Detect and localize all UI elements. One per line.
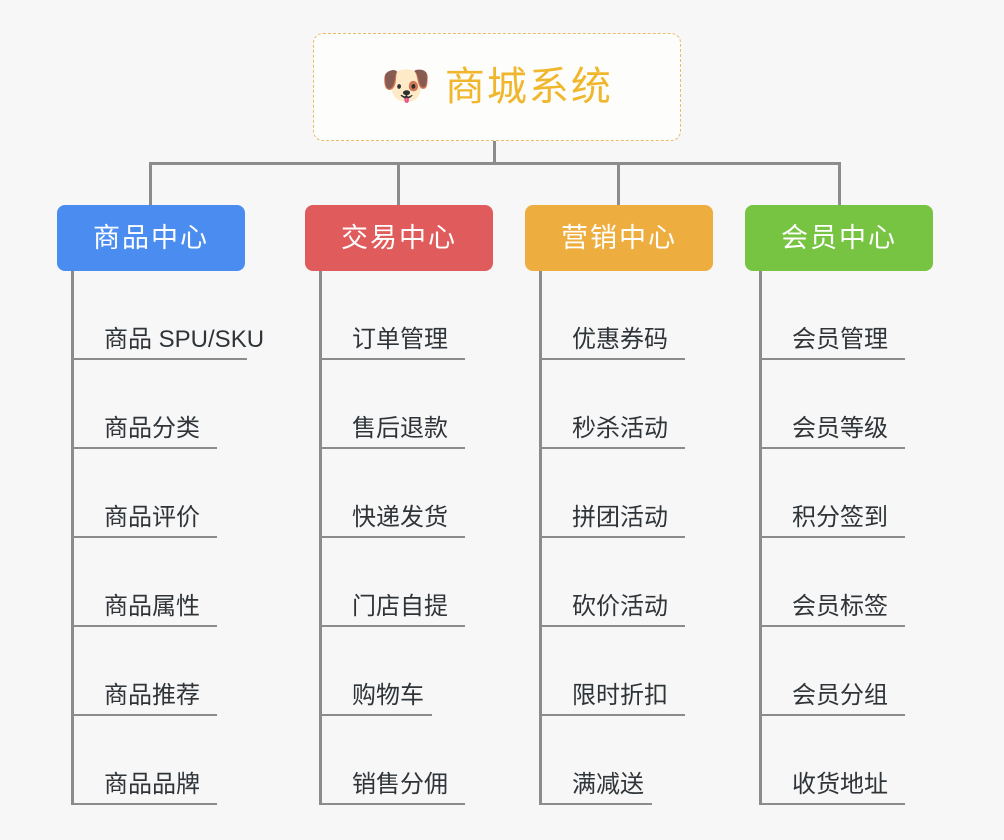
leaf-item[interactable]: 商品分类 [74, 360, 250, 449]
leaf-item[interactable]: 订单管理 [322, 271, 498, 360]
category-label: 商品中心 [93, 222, 209, 253]
leaf-label: 收货地址 [792, 771, 888, 798]
leaf-label: 拼团活动 [572, 504, 668, 531]
leaf-label: 会员管理 [792, 326, 888, 353]
leaf-item[interactable]: 秒杀活动 [542, 360, 718, 449]
category-column-3: 营销中心 优惠券码 秒杀活动 拼团活动 砍价活动 限时折扣 满减送 [525, 205, 713, 805]
leaf-label: 售后退款 [352, 415, 448, 442]
leaf-item[interactable]: 收货地址 [762, 716, 938, 805]
leaf-label: 订单管理 [352, 326, 448, 353]
leaf-list-2: 订单管理 售后退款 快递发货 门店自提 购物车 销售分佣 [319, 271, 498, 805]
leaf-item[interactable]: 商品属性 [74, 538, 250, 627]
leaf-item[interactable]: 拼团活动 [542, 449, 718, 538]
leaf-list-1: 商品 SPU/SKU 商品分类 商品评价 商品属性 商品推荐 商品品牌 [71, 271, 264, 805]
leaf-label: 积分签到 [792, 504, 888, 531]
category-box-trade[interactable]: 交易中心 [305, 205, 493, 271]
leaf-label: 商品 SPU/SKU [104, 326, 265, 353]
leaf-item[interactable]: 商品推荐 [74, 627, 250, 716]
leaf-item[interactable]: 门店自提 [322, 538, 498, 627]
leaf-list-3: 优惠券码 秒杀活动 拼团活动 砍价活动 限时折扣 满减送 [539, 271, 718, 805]
category-label: 会员中心 [781, 222, 897, 253]
leaf-label: 商品品牌 [104, 771, 200, 798]
leaf-item[interactable]: 满减送 [542, 716, 718, 805]
leaf-item[interactable]: 商品品牌 [74, 716, 250, 805]
leaf-label: 快递发货 [352, 504, 448, 531]
connector-drop-1 [149, 162, 152, 206]
connector-drop-2 [397, 162, 400, 206]
leaf-item[interactable]: 快递发货 [322, 449, 498, 538]
leaf-label: 商品属性 [104, 593, 200, 620]
leaf-item[interactable]: 售后退款 [322, 360, 498, 449]
leaf-item[interactable]: 会员标签 [762, 538, 938, 627]
connector-drop-3 [617, 162, 620, 206]
leaf-label: 会员分组 [792, 682, 888, 709]
leaf-label: 商品分类 [104, 415, 200, 442]
connector-trunk-bar [149, 162, 841, 165]
shiba-dog-emoji: 🐶 [381, 64, 431, 108]
leaf-item[interactable]: 积分签到 [762, 449, 938, 538]
connector-drop-4 [838, 162, 841, 206]
leaf-label: 购物车 [352, 682, 424, 709]
leaf-label: 商品评价 [104, 504, 200, 531]
leaf-label: 会员等级 [792, 415, 888, 442]
leaf-label: 秒杀活动 [572, 415, 668, 442]
category-label: 营销中心 [561, 222, 677, 253]
category-label: 交易中心 [341, 222, 457, 253]
category-box-member[interactable]: 会员中心 [745, 205, 933, 271]
leaf-label: 满减送 [572, 771, 644, 798]
leaf-label: 门店自提 [352, 593, 448, 620]
leaf-item[interactable]: 商品 SPU/SKU [74, 271, 264, 360]
leaf-item[interactable]: 优惠券码 [542, 271, 718, 360]
category-box-marketing[interactable]: 营销中心 [525, 205, 713, 271]
category-column-1: 商品中心 商品 SPU/SKU 商品分类 商品评价 商品属性 商品推荐 商品品牌 [57, 205, 264, 805]
leaf-item[interactable]: 会员分组 [762, 627, 938, 716]
leaf-label: 商品推荐 [104, 682, 200, 709]
category-column-4: 会员中心 会员管理 会员等级 积分签到 会员标签 会员分组 收货地址 [745, 205, 933, 805]
leaf-label: 销售分佣 [352, 771, 448, 798]
leaf-label: 会员标签 [792, 593, 888, 620]
root-node[interactable]: 🐶 商城系统 [313, 33, 681, 141]
leaf-item[interactable]: 限时折扣 [542, 627, 718, 716]
leaf-label: 砍价活动 [572, 593, 668, 620]
category-column-2: 交易中心 订单管理 售后退款 快递发货 门店自提 购物车 销售分佣 [305, 205, 493, 805]
leaf-item[interactable]: 砍价活动 [542, 538, 718, 627]
connector-root-stem [493, 141, 496, 165]
leaf-label: 优惠券码 [572, 326, 668, 353]
leaf-item[interactable]: 会员等级 [762, 360, 938, 449]
root-title: 商城系统 [444, 65, 613, 109]
leaf-item[interactable]: 会员管理 [762, 271, 938, 360]
leaf-item[interactable]: 商品评价 [74, 449, 250, 538]
leaf-list-4: 会员管理 会员等级 积分签到 会员标签 会员分组 收货地址 [759, 271, 938, 805]
category-box-commodity[interactable]: 商品中心 [57, 205, 245, 271]
leaf-item[interactable]: 购物车 [322, 627, 498, 716]
leaf-item[interactable]: 销售分佣 [322, 716, 498, 805]
leaf-label: 限时折扣 [572, 682, 668, 709]
